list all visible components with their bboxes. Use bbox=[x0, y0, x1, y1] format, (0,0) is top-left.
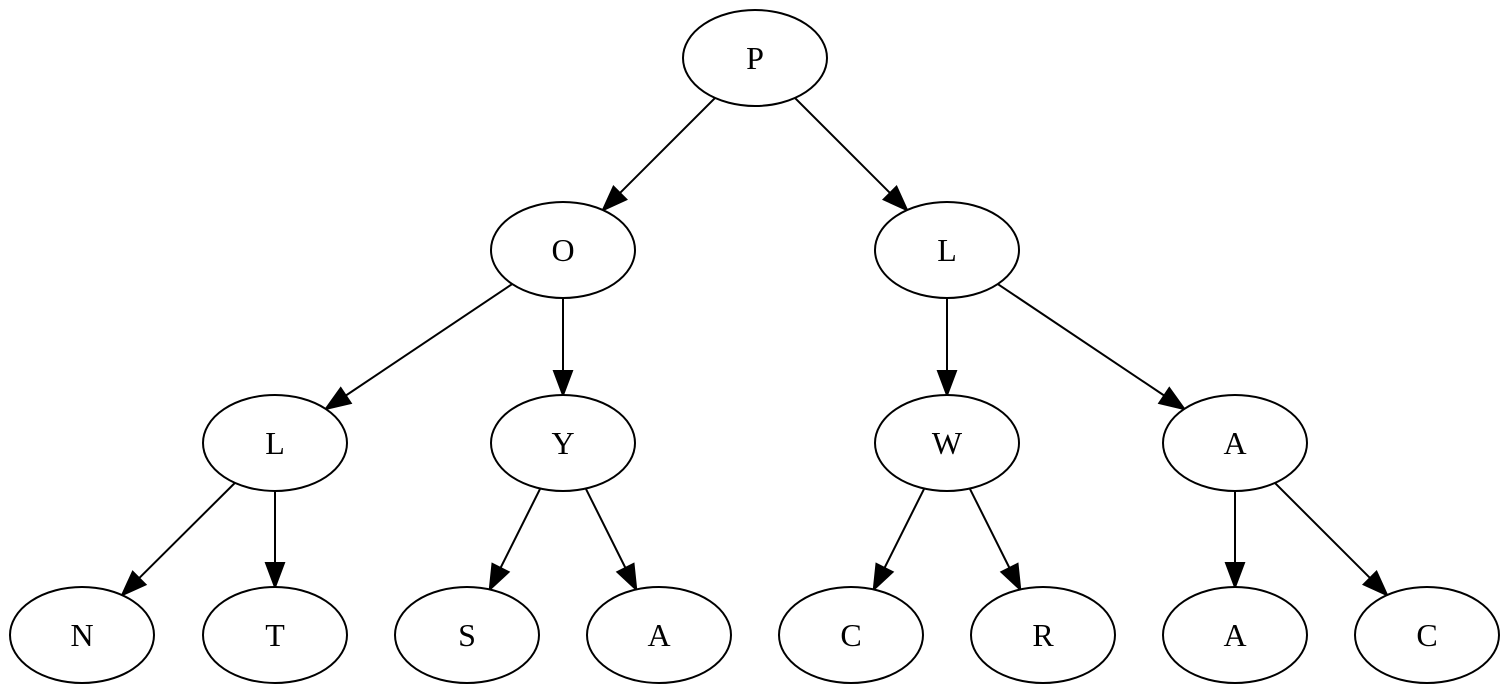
node-ellipse bbox=[202, 586, 348, 684]
node-ellipse bbox=[682, 9, 828, 107]
node-label: C bbox=[1416, 617, 1437, 653]
arrowhead bbox=[323, 386, 353, 411]
tree-node-n8: T bbox=[202, 586, 348, 684]
arrowhead bbox=[1157, 386, 1187, 411]
tree-node-n1: O bbox=[490, 201, 636, 299]
tree-node-n14: C bbox=[1354, 586, 1500, 684]
arrowhead bbox=[872, 562, 895, 593]
node-ellipse bbox=[202, 394, 348, 492]
arrowhead bbox=[488, 562, 511, 593]
edge-n6-n14 bbox=[1274, 482, 1390, 598]
tree-node-n11: C bbox=[778, 586, 924, 684]
edge-n2-n5 bbox=[936, 298, 958, 398]
node-label: T bbox=[265, 617, 285, 653]
arrowhead bbox=[999, 562, 1022, 593]
edge-n0-n1 bbox=[600, 97, 716, 213]
edge-line bbox=[499, 488, 542, 569]
tree-node-n2: L bbox=[874, 201, 1020, 299]
node-label: A bbox=[1223, 617, 1246, 653]
edge-n0-n2 bbox=[794, 97, 910, 213]
edge-n1-n3 bbox=[323, 283, 513, 411]
tree-node-n13: A bbox=[1162, 586, 1308, 684]
arrowhead bbox=[264, 562, 286, 590]
tree-node-n9: S bbox=[394, 586, 540, 684]
node-ellipse bbox=[874, 394, 1020, 492]
node-label: C bbox=[840, 617, 861, 653]
edge-n3-n7 bbox=[120, 482, 236, 598]
tree-node-n6: A bbox=[1162, 394, 1308, 492]
node-label: L bbox=[937, 232, 957, 268]
node-label: W bbox=[932, 425, 963, 461]
node-ellipse bbox=[586, 586, 732, 684]
node-label: R bbox=[1032, 617, 1054, 653]
node-ellipse bbox=[1162, 586, 1308, 684]
tree-node-n10: A bbox=[586, 586, 732, 684]
arrowhead bbox=[1361, 569, 1390, 598]
edge-line bbox=[138, 482, 236, 579]
node-ellipse bbox=[1162, 394, 1308, 492]
node-ellipse bbox=[970, 586, 1116, 684]
node-label: Y bbox=[551, 425, 574, 461]
arrowhead bbox=[120, 570, 148, 598]
edge-n1-n4 bbox=[552, 298, 574, 398]
edges-layer bbox=[120, 97, 1390, 598]
node-ellipse bbox=[394, 586, 540, 684]
arrowhead bbox=[881, 184, 910, 213]
tree-node-n5: W bbox=[874, 394, 1020, 492]
node-label: P bbox=[746, 40, 764, 76]
node-label: A bbox=[647, 617, 670, 653]
arrowhead bbox=[600, 184, 629, 213]
arrowhead bbox=[936, 370, 958, 398]
edge-line bbox=[794, 97, 891, 194]
edge-line bbox=[968, 488, 1011, 569]
tree-node-n7: N bbox=[9, 586, 155, 684]
edge-n5-n12 bbox=[968, 488, 1022, 593]
tree-node-n12: R bbox=[970, 586, 1116, 684]
node-ellipse bbox=[778, 586, 924, 684]
tree-node-n0: P bbox=[682, 9, 828, 107]
node-label: L bbox=[265, 425, 285, 461]
arrowhead bbox=[552, 370, 574, 398]
node-label: N bbox=[70, 617, 93, 653]
edge-line bbox=[1274, 482, 1371, 579]
edge-line bbox=[997, 283, 1165, 397]
edge-n4-n10 bbox=[584, 488, 638, 593]
tree-node-n3: L bbox=[202, 394, 348, 492]
node-ellipse bbox=[9, 586, 155, 684]
edge-line bbox=[345, 283, 513, 397]
node-label: O bbox=[551, 232, 574, 268]
edge-n4-n9 bbox=[488, 488, 542, 593]
node-ellipse bbox=[490, 201, 636, 299]
edge-line bbox=[584, 488, 627, 569]
edge-n6-n13 bbox=[1224, 491, 1246, 590]
edge-n5-n11 bbox=[872, 488, 926, 593]
node-label: A bbox=[1223, 425, 1246, 461]
tree-node-n4: Y bbox=[490, 394, 636, 492]
node-ellipse bbox=[1354, 586, 1500, 684]
node-label: S bbox=[458, 617, 476, 653]
edge-line bbox=[619, 97, 716, 194]
node-ellipse bbox=[874, 201, 1020, 299]
edge-n3-n8 bbox=[264, 491, 286, 590]
arrowhead bbox=[615, 562, 638, 593]
arrowhead bbox=[1224, 562, 1246, 590]
node-ellipse bbox=[490, 394, 636, 492]
nodes-layer: P O L L Y W A N T S A C R A C bbox=[9, 9, 1500, 684]
edge-n2-n6 bbox=[997, 283, 1187, 411]
edge-line bbox=[883, 488, 926, 569]
